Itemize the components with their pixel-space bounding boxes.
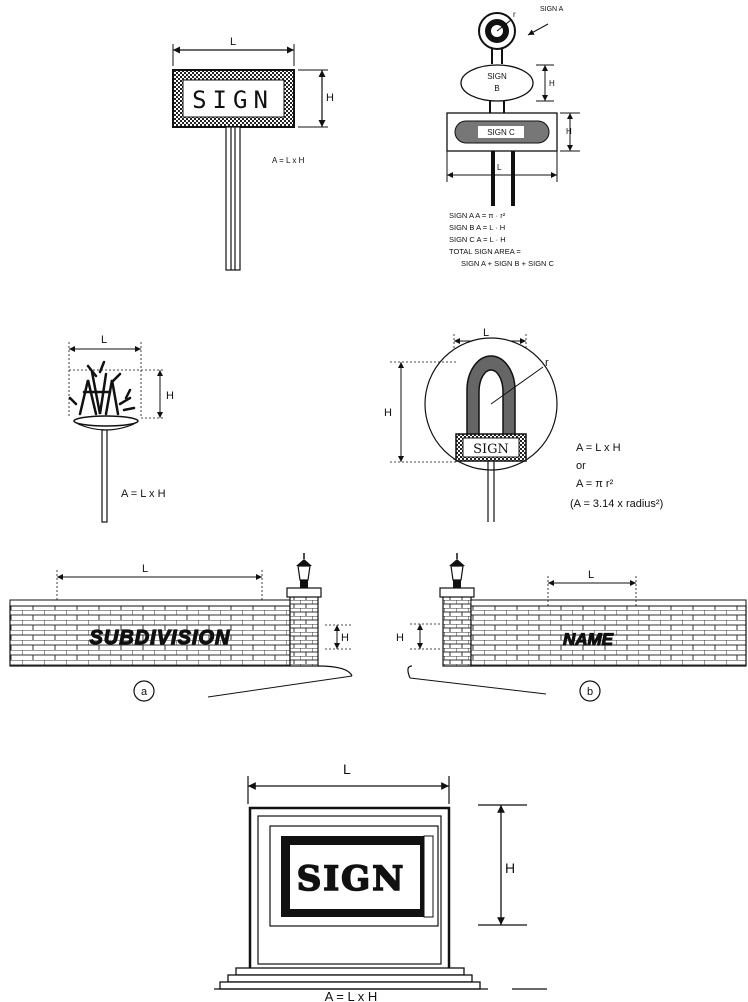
sign-panel	[290, 845, 420, 909]
dimension-h-label: H	[326, 92, 334, 104]
name-lettering: NAME	[563, 630, 614, 649]
formula: A = L x H	[272, 156, 305, 165]
dimension-l-left-label: L	[142, 563, 148, 575]
sign-pole	[225, 126, 241, 271]
dimension-l-right-label: L	[588, 569, 594, 581]
dimension-l-label: L	[343, 761, 351, 777]
figure-rect-pole-sign: L SIGN H A = L x H	[172, 36, 334, 271]
arch-shape	[466, 355, 516, 437]
figure-compound-sign: r SIGN A SIGN B H SIGN C H L SIGN A A = …	[446, 6, 580, 268]
dimension-l-label: L	[230, 36, 236, 48]
dimension-h-b-label: H	[549, 79, 555, 88]
sign-text: SIGN	[473, 442, 509, 457]
lamp-icon	[449, 553, 465, 588]
formula-1: A = L x H	[576, 442, 621, 454]
formula-line: SIGN C A = L · H	[449, 235, 506, 244]
formula-line: TOTAL SIGN AREA =	[449, 247, 521, 256]
label-a-circle	[133, 680, 155, 702]
sign-c-post-left	[491, 151, 495, 206]
formula-3: (A = 3.14 x radius²)	[570, 498, 663, 510]
lamp-icon	[296, 553, 312, 588]
figure-sculpture-sign: L H A = L x H	[68, 334, 174, 523]
sign-b-text-2: B	[494, 84, 499, 93]
monument-steps	[214, 967, 547, 990]
sign-c-post-right	[511, 151, 515, 206]
sign-panel	[182, 79, 285, 118]
right-pillar	[442, 595, 472, 667]
sign-text: SIGN	[297, 859, 406, 899]
label-a: a	[141, 686, 148, 698]
figure-monument-sign: L SIGN H A = L x H	[214, 761, 547, 1002]
formula-2: A = π r²	[576, 478, 614, 490]
sign-b-ellipse	[460, 64, 534, 102]
dimension-h-left-label: H	[341, 632, 349, 644]
dimension-l-label: L	[101, 334, 107, 346]
sign-b-text-1: SIGN	[487, 72, 507, 81]
dimension-l-c-label: L	[497, 163, 502, 172]
sign-a-label: SIGN A	[540, 6, 564, 13]
right-wall	[470, 604, 747, 667]
formula-line: SIGN B A = L · H	[449, 223, 505, 232]
sculpture-pole	[101, 429, 108, 523]
dimension-h-c-label: H	[566, 127, 572, 136]
dimension-h-label: H	[505, 860, 515, 876]
sign-c-text: SIGN C	[487, 128, 515, 137]
dimension-h-label: H	[166, 390, 174, 402]
dimension-h-right-label: H	[396, 632, 404, 644]
label-b: b	[587, 686, 593, 698]
sign-text: SIGN	[192, 86, 274, 114]
formula-or: or	[576, 460, 586, 472]
dimension-l-label: L	[483, 327, 489, 339]
radius-label: r	[513, 10, 516, 19]
left-pillar	[289, 595, 319, 667]
figure-arch-sign: L r SIGN H A = L x H or A = π r² (A = 3.…	[384, 327, 663, 522]
label-b-circle	[579, 680, 601, 702]
formula-line: SIGN A A = π · r²	[449, 211, 506, 220]
sculpture-shape	[68, 360, 136, 416]
sign-panel	[462, 437, 520, 458]
formula-line: SIGN A + SIGN B + SIGN C	[461, 259, 555, 268]
sculpture-base	[73, 415, 139, 427]
formula: A = L x H	[325, 989, 378, 1002]
subdivision-lettering: SUBDIVISION	[89, 627, 230, 649]
radius-label: r	[545, 357, 549, 369]
figure-subdivision-walls: L SUBDIVISION H H	[9, 553, 747, 702]
left-wall	[9, 604, 291, 667]
formula: A = L x H	[121, 488, 166, 500]
dimension-h-label: H	[384, 407, 392, 419]
radius-line	[490, 366, 544, 405]
